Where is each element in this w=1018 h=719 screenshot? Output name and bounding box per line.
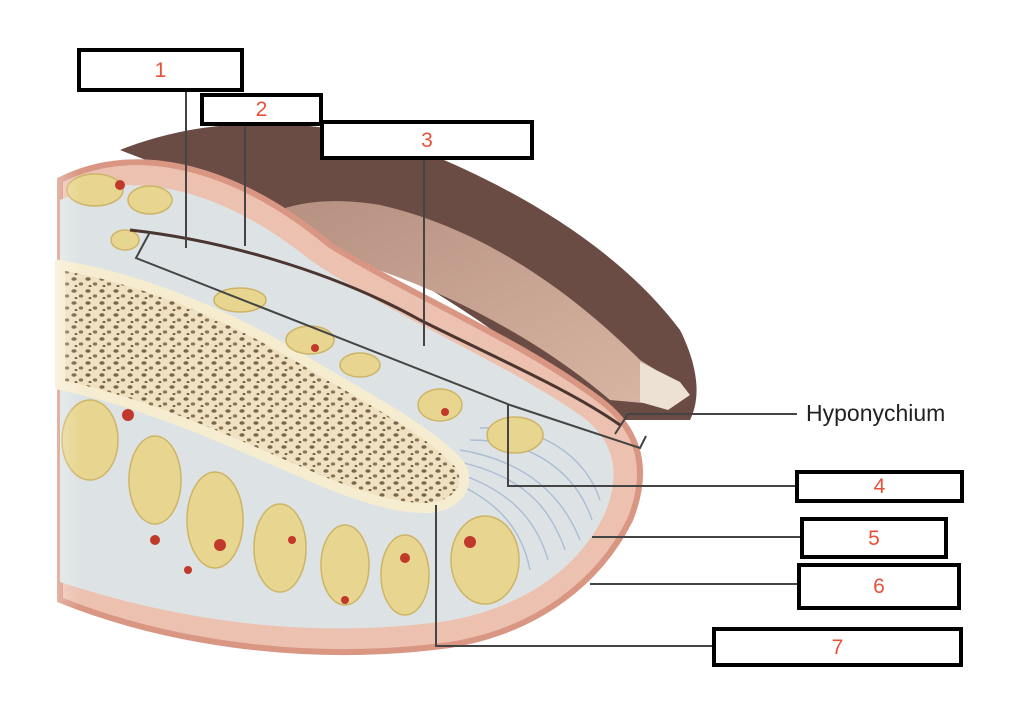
leader-hyponychium	[614, 413, 797, 435]
callout-number-5: 5	[868, 526, 880, 550]
leader-7	[435, 505, 712, 647]
nail-bed	[129, 228, 621, 427]
callout-number-7: 7	[831, 635, 844, 659]
leader-lines	[134, 92, 800, 647]
nail-plate	[250, 201, 680, 405]
leader-4	[507, 405, 795, 487]
callout-box-3[interactable]: 3	[320, 120, 534, 160]
callout-number-2: 2	[255, 98, 268, 121]
callout-number-6: 6	[873, 575, 885, 598]
callout-box-2[interactable]: 2	[200, 93, 323, 126]
callout-box-5[interactable]: 5	[800, 517, 948, 559]
hyponychium-label: Hyponychium	[806, 400, 946, 426]
callout-box-4[interactable]: 4	[795, 470, 964, 503]
free-edge	[640, 362, 690, 410]
bracket-matrix	[134, 231, 647, 450]
callout-box-6[interactable]: 6	[797, 563, 961, 610]
callout-number-4: 4	[873, 475, 886, 498]
left-fade	[0, 0, 80, 714]
callout-number-3: 3	[421, 128, 433, 152]
blood-vessels	[115, 180, 476, 604]
callout-box-1[interactable]: 1	[77, 48, 244, 92]
callout-box-7[interactable]: 7	[712, 627, 963, 667]
callout-number-1: 1	[154, 58, 167, 82]
distal-phalanx	[55, 259, 470, 514]
